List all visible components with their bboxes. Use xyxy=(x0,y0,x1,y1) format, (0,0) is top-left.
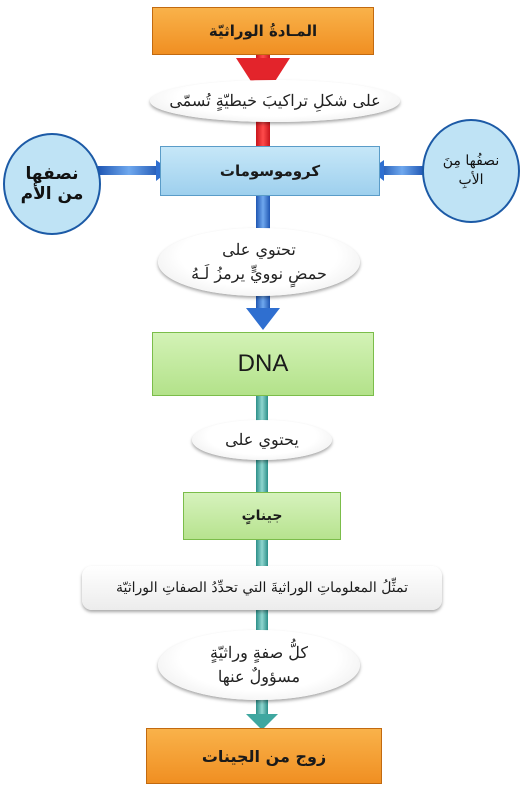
genes-label: جيناتٍ xyxy=(241,508,283,524)
half-from-father-label: نصفُها مِنَ الأبِ xyxy=(442,153,500,188)
shape-named-text: على شكلِ تراكيبَ خيطيّةٍ تُسمّى xyxy=(169,91,381,110)
dna-label: DNA xyxy=(237,350,289,377)
gene-pair-label: زوج من الجينات xyxy=(201,746,327,766)
chromosomes-box: كروموسومات xyxy=(160,146,380,196)
contains-text: يحتوي على xyxy=(225,430,299,449)
contains-acid-line1: تحتوي على xyxy=(222,240,296,259)
red-arrowhead xyxy=(236,58,290,100)
shape-named-link: على شكلِ تراكيبَ خيطيّةٍ تُسمّى xyxy=(150,80,400,122)
blue-arrowhead xyxy=(246,308,280,330)
genetic-material-box: المـادةُ الوراثيّة xyxy=(152,7,374,55)
represent-info-text: تمثِّلُ المعلوماتِ الوراثيةَ التي تحدِّد… xyxy=(115,580,409,596)
dna-box: DNA xyxy=(152,332,374,396)
genetic-material-label: المـادةُ الوراثيّة xyxy=(208,22,318,40)
contains-acid-line2: حمضٍ نوويٍّ يرمزُ لَـهُ xyxy=(191,264,327,283)
right-connector xyxy=(380,166,424,175)
half-from-mother-circle: نصفها من الأم xyxy=(3,133,101,235)
each-trait-link: كلُّ صفةٍ وراثيّةٍ مسؤولٌ عنها xyxy=(158,630,360,700)
each-trait-line2: مسؤولٌ عنها xyxy=(217,667,301,686)
half-from-mother-label: نصفها من الأم xyxy=(20,163,84,204)
left-connector xyxy=(98,166,160,175)
contains-link: يحتوي على xyxy=(192,420,332,460)
represent-info-link: تمثِّلُ المعلوماتِ الوراثيةَ التي تحدِّد… xyxy=(82,566,442,610)
contains-acid-link: تحتوي على حمضٍ نوويٍّ يرمزُ لَـهُ xyxy=(158,228,360,296)
half-from-father-circle: نصفُها مِنَ الأبِ xyxy=(422,119,520,223)
chromosomes-label: كروموسومات xyxy=(219,162,321,180)
gene-pair-box: زوج من الجينات xyxy=(146,728,382,784)
genes-box: جيناتٍ xyxy=(183,492,341,540)
each-trait-line1: كلُّ صفةٍ وراثيّةٍ xyxy=(210,643,308,662)
teal-arrowhead xyxy=(246,714,278,730)
